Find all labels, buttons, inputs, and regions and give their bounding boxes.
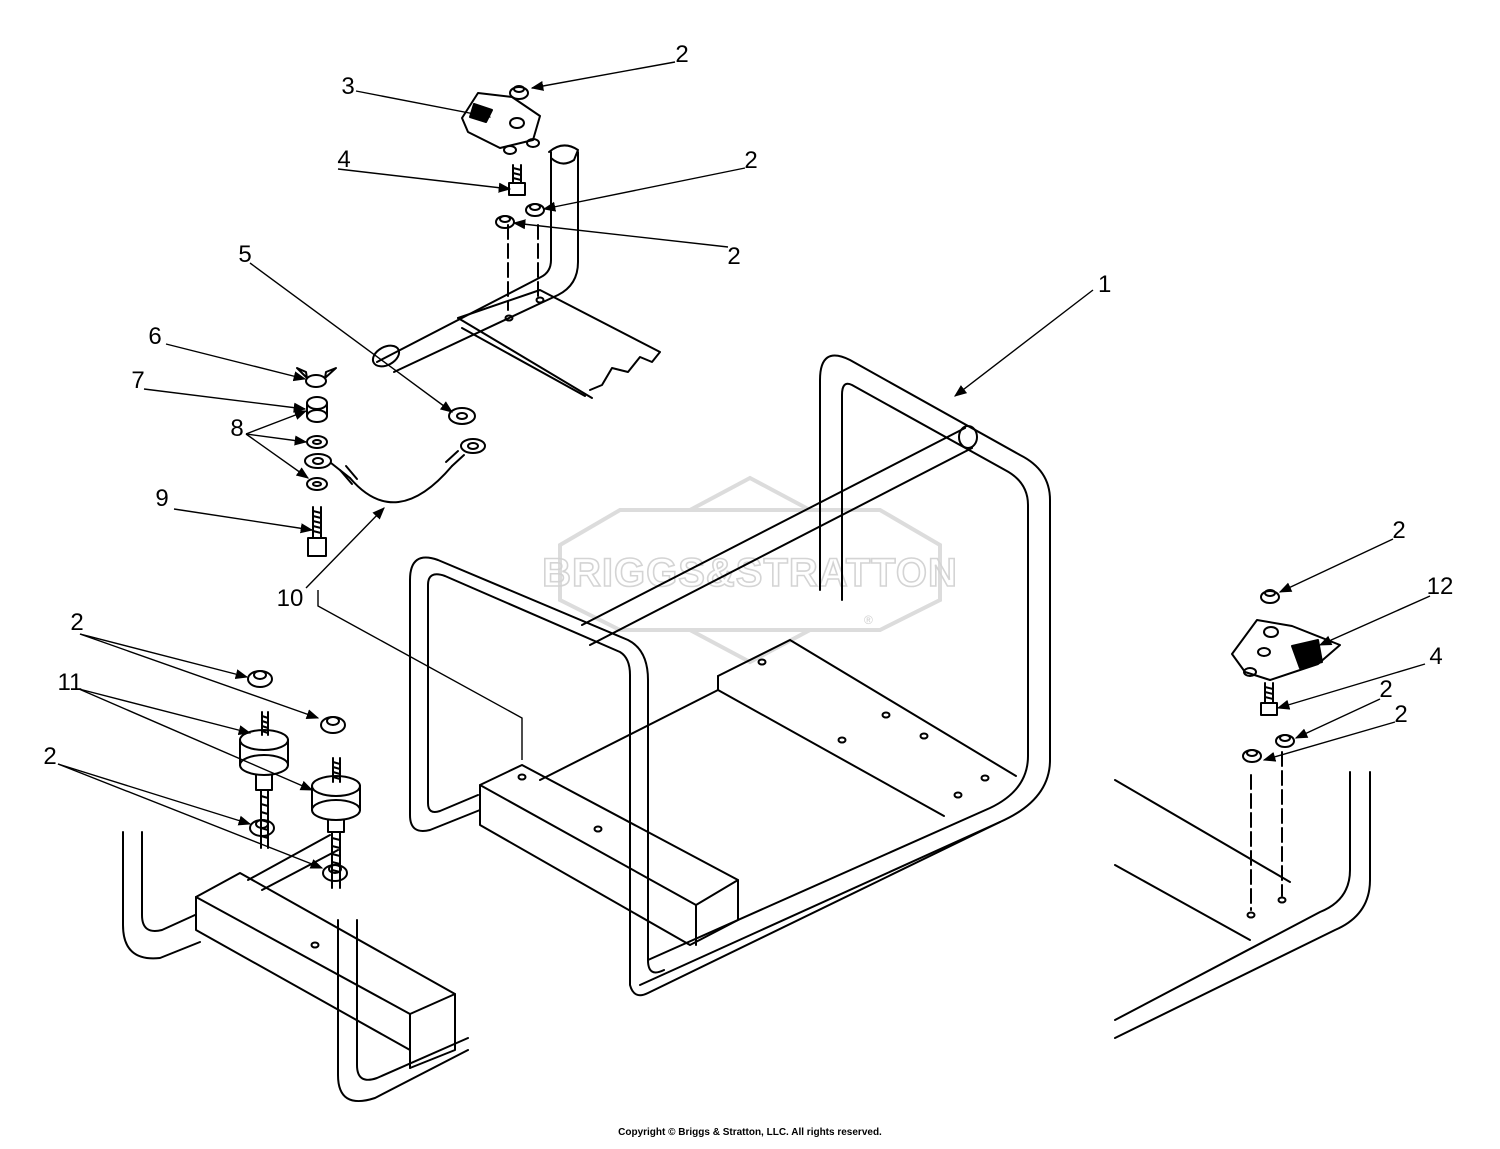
callout-labels: 1 2 2 2 2 2 2 2 2 3 4 4 5 6 7 8 9 10 11 …: [43, 41, 1453, 770]
callout-2h: 2: [1394, 701, 1407, 728]
top-detail-frame-tube: [371, 144, 579, 373]
wing-nut: [296, 367, 337, 388]
top-detail-frame-panel: [457, 224, 661, 399]
leader-3: [355, 90, 492, 120]
right-bracket-bolt: [1260, 682, 1278, 716]
watermark-text: BRIGGS&STRATTON: [542, 551, 958, 595]
leader-2g: [1294, 698, 1381, 739]
vibration-mount-left: [239, 711, 289, 849]
callout-2c: 2: [727, 243, 740, 270]
callout-12: 12: [1427, 573, 1454, 600]
top-bracket-nut: [509, 85, 529, 100]
leader-12: [1318, 595, 1431, 646]
leader-2d-top: [79, 633, 249, 680]
briggs-stratton-watermark: BRIGGS&STRATTON ®: [541, 475, 958, 665]
right-bracket-nut: [1260, 589, 1280, 604]
callout-6: 6: [148, 323, 161, 350]
bottom-left-detail-frame: [122, 831, 469, 1103]
leader-8-mid: [245, 433, 308, 446]
leader-4a: [337, 168, 512, 193]
leader-1: [954, 289, 1094, 397]
main-frame-skid-panel: [479, 639, 1017, 946]
ground-wire: [304, 438, 486, 504]
leader-6: [165, 343, 307, 382]
leader-8-top: [245, 410, 308, 435]
leader-10: [305, 507, 385, 589]
ground-bolt: [307, 506, 327, 557]
callout-2f: 2: [1392, 517, 1405, 544]
callout-2d: 2: [70, 609, 83, 636]
callout-3: 3: [341, 73, 354, 100]
leader-11-top: [78, 688, 252, 736]
leader-5: [249, 262, 454, 413]
callout-5: 5: [238, 241, 251, 268]
callout-1: 1: [1098, 271, 1111, 298]
callout-10: 10: [277, 585, 304, 612]
top-bracket-bolt: [508, 164, 526, 196]
vibration-mount-right: [311, 757, 361, 889]
callout-2b: 2: [744, 147, 757, 174]
callout-9: 9: [155, 485, 168, 512]
main-frame-tube: [409, 354, 1051, 997]
callout-2e: 2: [43, 743, 56, 770]
callout-7: 7: [131, 367, 144, 394]
leader-4b: [1276, 663, 1426, 710]
callout-4b: 4: [1429, 643, 1442, 670]
right-lower-nuts: [1242, 734, 1295, 763]
callout-4a: 4: [337, 146, 350, 173]
top-mounting-bracket: [461, 92, 541, 155]
leader-9: [173, 508, 314, 534]
watermark-registered-mark: ®: [864, 613, 873, 627]
callout-11: 11: [58, 669, 83, 696]
ground-washer: [448, 407, 476, 425]
callout-2g: 2: [1379, 676, 1392, 703]
hex-nut: [306, 396, 328, 423]
leader-2f: [1278, 538, 1394, 593]
leader-2b: [542, 167, 746, 212]
leader-7: [143, 388, 307, 413]
leader-2e-bot: [57, 763, 324, 869]
leader-2h: [1262, 721, 1396, 762]
callout-8: 8: [230, 415, 243, 442]
bottom-right-detail-frame: [1114, 751, 1371, 1039]
leader-10-tail: [317, 590, 523, 760]
right-mounting-bracket: [1231, 619, 1341, 681]
top-lower-nuts: [495, 203, 545, 229]
leader-2c: [512, 219, 729, 248]
mount-nuts: [247, 670, 348, 882]
callout-2a: 2: [675, 41, 688, 68]
leader-8-bot: [245, 433, 310, 479]
leader-2e-top: [57, 763, 252, 826]
copyright-notice: Copyright © Briggs & Stratton, LLC. All …: [618, 1127, 882, 1138]
leader-2a: [530, 61, 676, 91]
leader-2d-bot: [79, 633, 320, 719]
leader-11-bot: [78, 688, 314, 791]
